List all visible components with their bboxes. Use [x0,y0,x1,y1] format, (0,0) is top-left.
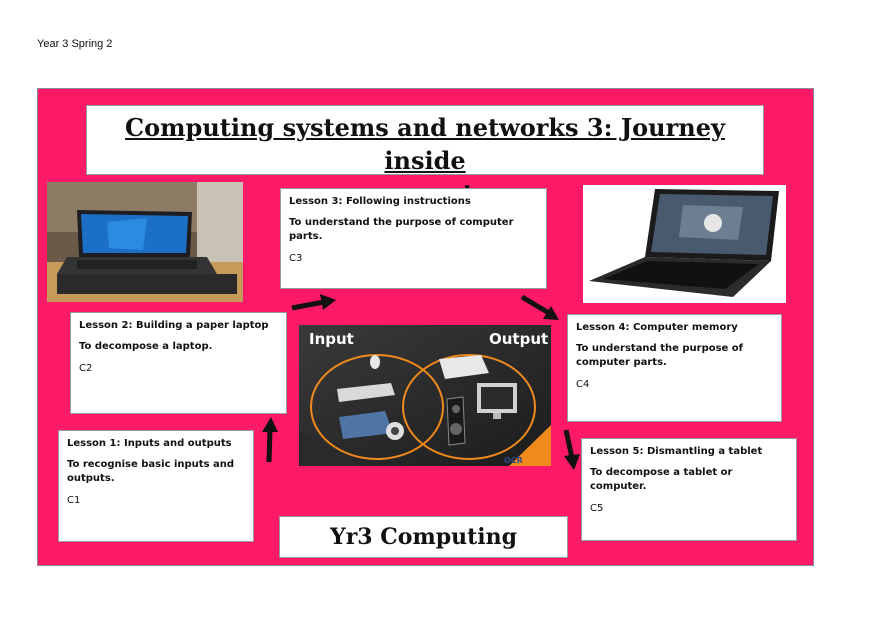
lesson-heading: Lesson 5: Dismantling a tablet [590,446,763,457]
lesson-heading: Lesson 2: Building a paper laptop [79,320,269,331]
arrow-lesson2-to-3-icon [291,294,336,311]
lesson-code: C1 [67,495,81,506]
laptop-photo-left [47,182,243,302]
input-output-diagram: Input Output OCR [299,325,551,466]
footer-box: Yr3 Computing [279,516,568,558]
lesson-code: C3 [289,253,303,264]
title-line-1: Computing systems and networks 3: Journe… [125,113,725,175]
page-note: Year 3 Spring 2 [37,38,113,50]
lesson-code: C4 [576,379,590,390]
footer-title: Yr3 Computing [330,524,517,550]
arrow-lesson1-to-2-icon [262,417,278,463]
lesson-code: C5 [590,503,604,514]
lesson-heading: Lesson 1: Inputs and outputs [67,438,232,449]
input-label: Input [309,330,354,348]
lesson-objective: To understand the purpose of computer pa… [289,217,514,242]
lesson-objective: To decompose a laptop. [79,341,213,352]
arrow-lesson4-to-5-icon [563,429,580,470]
lesson-4-card: Lesson 4: Computer memory To understand … [567,314,782,422]
lesson-objective: To recognise basic inputs and outputs. [67,459,235,484]
lesson-1-card: Lesson 1: Inputs and outputs To recognis… [58,430,254,542]
output-label: Output [489,330,548,348]
lesson-3-card: Lesson 3: Following instructions To unde… [280,188,547,289]
lesson-5-card: Lesson 5: Dismantling a tablet To decomp… [581,438,797,541]
arrow-lesson3-to-4-icon [520,294,559,320]
mouse-icon [370,355,380,369]
title-box: Computing systems and networks 3: Journe… [86,105,764,208]
lesson-code: C2 [79,363,93,374]
graphics-tablet-icon [339,411,393,439]
keyboard-icon [337,383,395,402]
lesson-heading: Lesson 4: Computer memory [576,322,738,333]
laptop-photo-right [583,185,786,303]
ocr-logo: OCR [504,456,523,465]
lesson-objective: To decompose a tablet or computer. [590,467,733,492]
lesson-heading: Lesson 3: Following instructions [289,196,471,207]
speaker-icon [446,396,466,446]
lesson-2-card: Lesson 2: Building a paper laptop To dec… [70,312,287,414]
printer-icon [439,355,489,379]
lesson-objective: To understand the purpose of computer pa… [576,343,744,368]
